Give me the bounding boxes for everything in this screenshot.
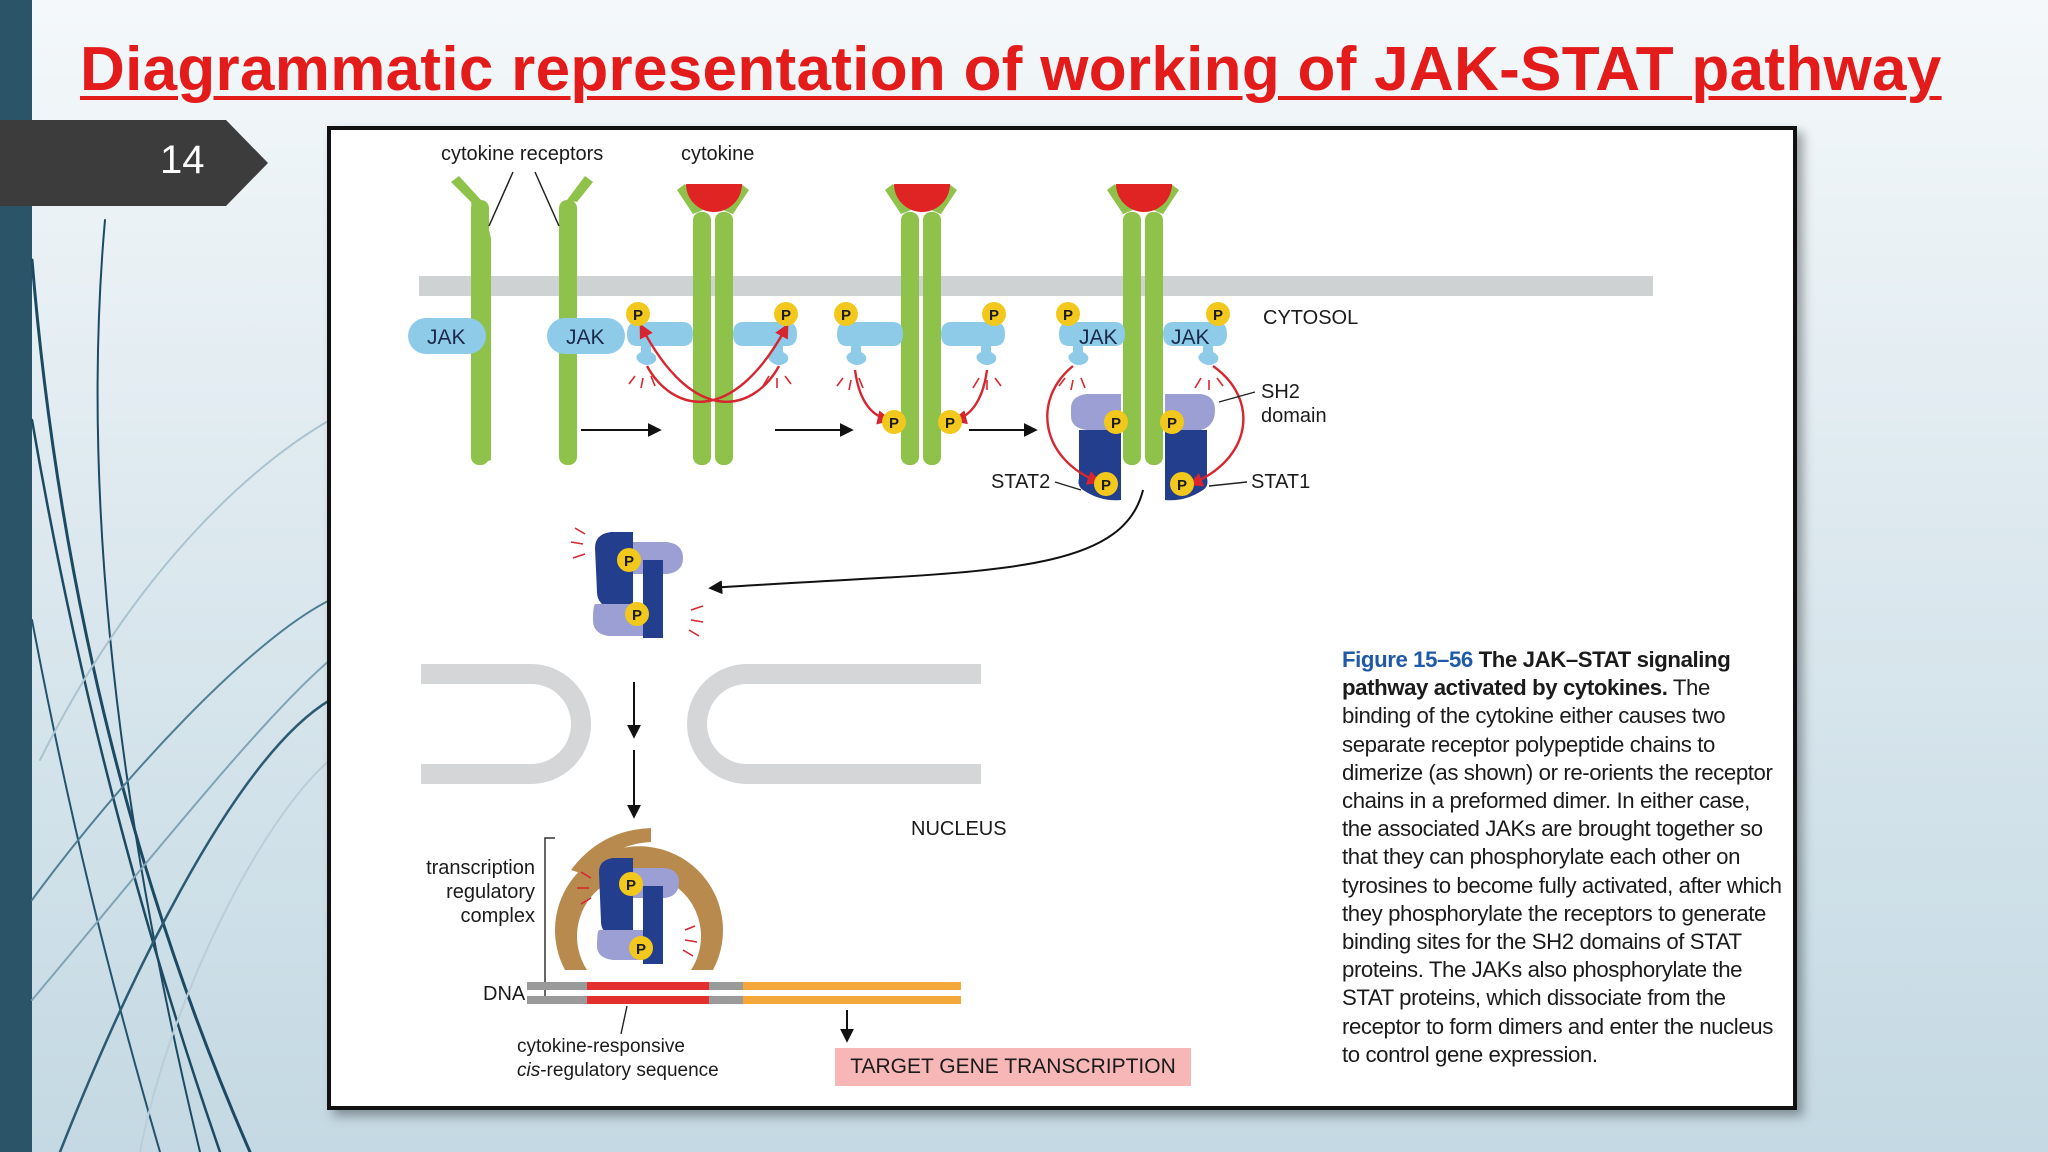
stage-1-receptors xyxy=(408,171,625,465)
jak-label-1a: JAK xyxy=(427,326,466,349)
sh2-label-line2: domain xyxy=(1261,405,1327,427)
cytosol-label: CYTOSOL xyxy=(1263,307,1358,329)
cytokine-receptors-label: cytokine receptors xyxy=(441,143,603,165)
caption-body: The binding of the cytokine either cause… xyxy=(1342,675,1782,1067)
phosphate-label: P xyxy=(636,941,646,958)
dna-strand xyxy=(527,982,961,1035)
jak-label-4b: JAK xyxy=(1171,326,1210,349)
jak-2b xyxy=(733,322,797,365)
phosphate-label: P xyxy=(945,415,955,432)
jak-label-4a: JAK xyxy=(1079,326,1118,349)
slide-title: Diagrammatic representation of working o… xyxy=(80,35,1942,104)
plasma-membrane xyxy=(419,276,1653,296)
jak-4a xyxy=(1059,322,1125,365)
phosphate-label: P xyxy=(1101,477,1111,494)
stage-4-stat-recruitment xyxy=(1046,184,1256,501)
jak-1b xyxy=(547,318,625,354)
page-number-tab xyxy=(0,120,268,206)
caption-title: The JAK–STAT signaling pathway activated… xyxy=(1342,647,1731,701)
cytokine-label: cytokine xyxy=(681,143,754,165)
trc-label-line1: transcription xyxy=(426,857,535,879)
jak-label-1b: JAK xyxy=(566,326,605,349)
target-gene-transcription-box: TARGET GENE TRANSCRIPTION xyxy=(835,1048,1191,1086)
stage-3-receptor-phosphorylation xyxy=(834,184,1006,465)
target-gene-transcription-label: TARGET GENE TRANSCRIPTION xyxy=(850,1055,1176,1078)
dna-label: DNA xyxy=(483,983,526,1005)
phosphate-label: P xyxy=(1213,307,1223,324)
caption-figure-number: Figure 15–56 xyxy=(1342,647,1473,672)
decorative-swoosh-lines xyxy=(30,219,332,1152)
phosphate-label: P xyxy=(624,553,634,570)
stat1-label: STAT1 xyxy=(1251,471,1310,493)
jak-3a xyxy=(837,322,903,365)
figure-frame: cytokine receptors JAK JAK cytokine P P xyxy=(327,126,1797,1110)
cytokine-4 xyxy=(1116,184,1172,212)
phosphate-label: P xyxy=(1167,415,1177,432)
stat-dimer-cytosol xyxy=(570,527,704,638)
phosphate-label: P xyxy=(781,307,791,324)
trc-label-line2: regulatory xyxy=(446,881,535,903)
crs-label-italic: cis xyxy=(517,1060,541,1081)
jak-4b xyxy=(1163,322,1227,365)
figure-caption: Figure 15–56 The JAK–STAT signaling path… xyxy=(1342,646,1782,1069)
jak-3b xyxy=(941,322,1005,365)
sh2-label-line1: SH2 xyxy=(1261,381,1300,403)
phosphate-label: P xyxy=(1111,415,1121,432)
phosphate-label: P xyxy=(841,307,851,324)
cytokine-2 xyxy=(686,184,742,212)
jak-1a xyxy=(408,318,486,354)
nucleus-label: NUCLEUS xyxy=(911,818,1007,840)
phosphate-label: P xyxy=(633,307,643,324)
phosphate-label: P xyxy=(1177,477,1187,494)
crs-label-line1: cytokine-responsive xyxy=(517,1036,685,1057)
nuclear-envelope xyxy=(421,664,981,784)
phosphate-label: P xyxy=(626,877,636,894)
page-number: 14 xyxy=(160,138,205,182)
phosphate-label: P xyxy=(632,607,642,624)
jak-stat-diagram: cytokine receptors JAK JAK cytokine P P xyxy=(408,143,1653,1081)
arrow-to-stat-dimer xyxy=(708,489,1144,595)
stat2-label: STAT2 xyxy=(991,471,1050,493)
cytokine-3 xyxy=(894,184,950,212)
phosphate-label: P xyxy=(889,415,899,432)
stage-2-dimer xyxy=(626,184,798,465)
phosphate-label: P xyxy=(1063,307,1073,324)
crs-label-rest: -regulatory sequence xyxy=(540,1060,719,1081)
transcription-regulatory-complex xyxy=(544,828,723,1003)
crs-label-line2: cis-regulatory sequence xyxy=(517,1060,719,1081)
phosphate-label: P xyxy=(989,307,999,324)
trc-label-line3: complex xyxy=(461,905,535,927)
